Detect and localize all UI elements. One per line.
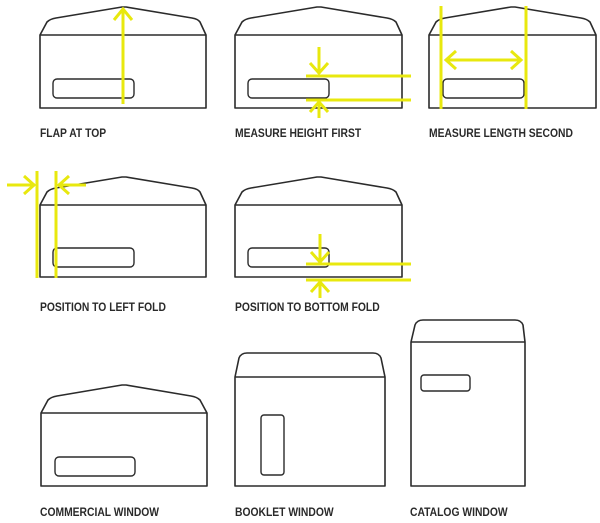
panel-label-commercial-window: COMMERCIAL WINDOW bbox=[40, 505, 160, 519]
right-arrow-head-icon bbox=[22, 174, 37, 196]
envelope-window bbox=[52, 247, 135, 268]
up-arrow-head-icon bbox=[308, 99, 330, 114]
envelope-outline bbox=[410, 319, 526, 487]
envelope-window bbox=[442, 78, 525, 99]
panel-position-to-bottom-fold bbox=[234, 176, 411, 298]
envelope-window bbox=[52, 78, 135, 99]
panel-position-to-left-fold bbox=[7, 171, 207, 278]
down-arrow-head-icon bbox=[308, 61, 330, 76]
right-arrow-head-icon bbox=[509, 49, 524, 71]
left-arrow-head-icon bbox=[56, 174, 71, 196]
panel-label-measure-height-first: MEASURE HEIGHT FIRST bbox=[235, 126, 362, 140]
up-arrow-head-icon bbox=[309, 279, 331, 294]
panel-booklet-window bbox=[234, 352, 386, 487]
up-arrow-head-icon bbox=[112, 6, 134, 21]
envelope-outline bbox=[234, 352, 386, 487]
panel-commercial-window bbox=[40, 384, 208, 487]
panel-label-flap-at-top: FLAP AT TOP bbox=[40, 126, 107, 140]
panel-label-booklet-window: BOOKLET WINDOW bbox=[235, 505, 334, 519]
panel-measure-height-first bbox=[234, 6, 411, 118]
envelope-window bbox=[247, 78, 330, 99]
envelope-window bbox=[54, 456, 136, 477]
envelope-window bbox=[247, 247, 330, 268]
envelope-window bbox=[420, 374, 471, 392]
panel-label-position-to-left-fold: POSITION TO LEFT FOLD bbox=[40, 300, 166, 314]
panel-label-catalog-window: CATALOG WINDOW bbox=[410, 505, 508, 519]
envelope-window bbox=[260, 414, 285, 476]
panel-measure-length-second bbox=[428, 6, 597, 109]
panel-catalog-window bbox=[410, 319, 526, 487]
panel-label-measure-length-second: MEASURE LENGTH SECOND bbox=[429, 126, 573, 140]
down-arrow-head-icon bbox=[309, 250, 331, 265]
panel-label-position-to-bottom-fold: POSITION TO BOTTOM FOLD bbox=[235, 300, 380, 314]
panel-flap-at-top bbox=[39, 6, 207, 109]
left-arrow-head-icon bbox=[443, 49, 458, 71]
